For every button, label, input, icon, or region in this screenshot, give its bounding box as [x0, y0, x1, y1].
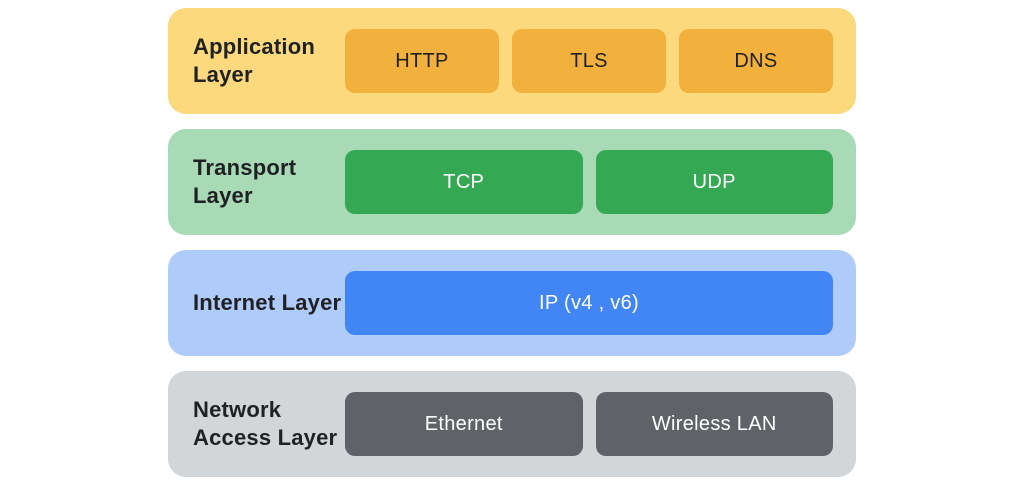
layer-title-application: Application Layer	[193, 34, 315, 87]
protocol-boxes-application: HTTP TLS DNS	[345, 29, 833, 93]
layer-title-network-access: Network Access Layer	[193, 397, 338, 450]
protocol-box-ip: IP (v4 , v6)	[345, 271, 833, 335]
protocol-box-dns: DNS	[679, 29, 833, 93]
protocol-box-http: HTTP	[345, 29, 499, 93]
protocol-boxes-transport: TCP UDP	[345, 150, 833, 214]
protocol-box-udp: UDP	[595, 150, 833, 214]
protocol-boxes-network-access: Ethernet Wireless LAN	[345, 392, 833, 456]
protocol-box-ethernet: Ethernet	[345, 392, 583, 456]
protocol-box-tls: TLS	[512, 29, 666, 93]
layer-panel-internet: Internet Layer IP (v4 , v6)	[168, 250, 856, 356]
layer-panel-transport: Transport Layer TCP UDP	[168, 129, 856, 235]
layer-panel-application: Application Layer HTTP TLS DNS	[168, 8, 856, 114]
layer-title-internet: Internet Layer	[193, 290, 342, 316]
tcp-ip-layer-stack: Application Layer HTTP TLS DNS Transport…	[168, 8, 856, 477]
layer-title-transport: Transport Layer	[193, 155, 297, 208]
protocol-boxes-internet: IP (v4 , v6)	[345, 271, 833, 335]
protocol-box-wireless-lan: Wireless LAN	[595, 392, 833, 456]
layer-panel-network-access: Network Access Layer Ethernet Wireless L…	[168, 371, 856, 477]
protocol-box-tcp: TCP	[345, 150, 583, 214]
